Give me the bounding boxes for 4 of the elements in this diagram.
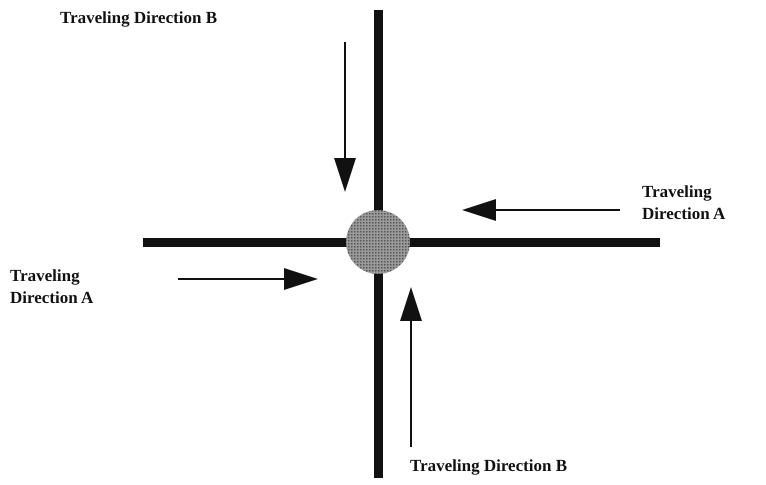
direction-label: Traveling Direction B [60, 7, 218, 29]
direction-label: Traveling Direction A [642, 181, 726, 225]
direction-label: Traveling Direction A [10, 265, 94, 309]
direction-label: Traveling Direction B [410, 455, 568, 477]
